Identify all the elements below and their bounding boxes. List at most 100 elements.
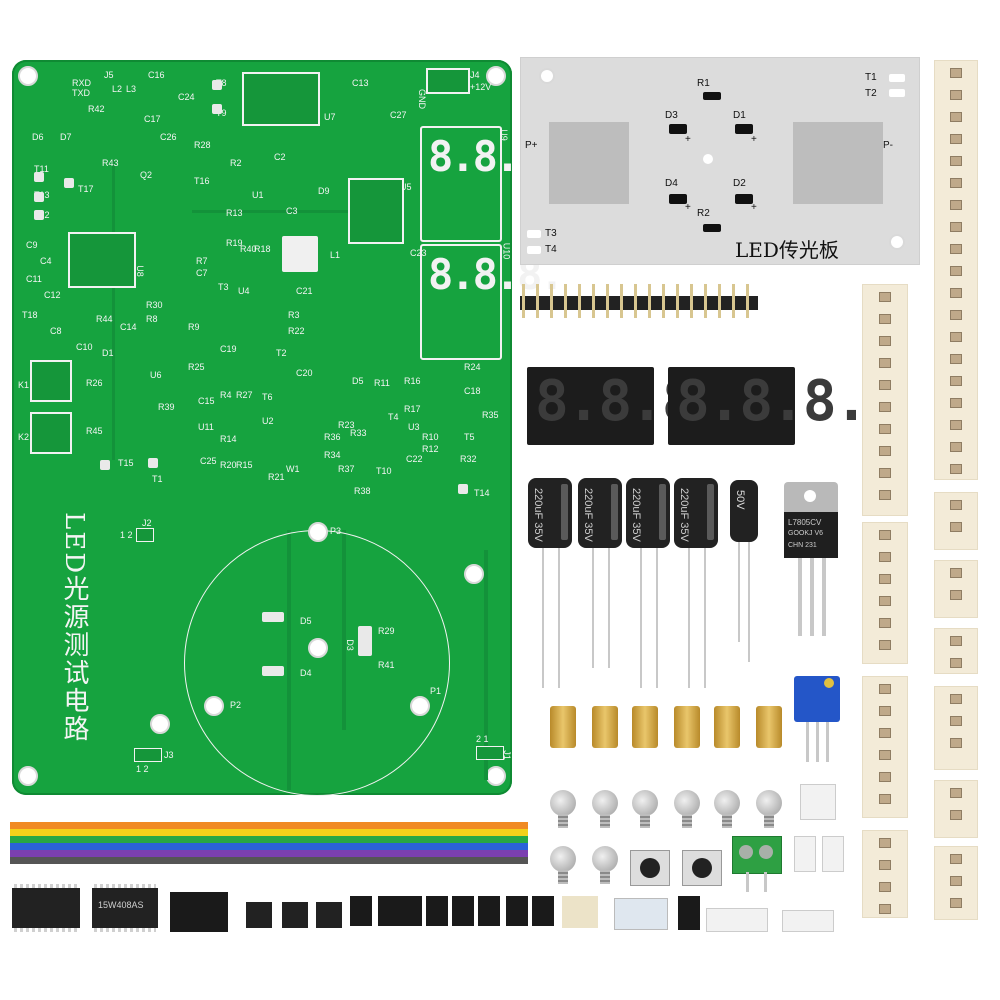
label-r1: R1 [697,78,710,89]
led-board-outline-circle [184,530,450,796]
terminal-screw [759,845,773,859]
ribbon-wire-green [10,836,528,843]
k2-button-footprint [30,412,72,454]
silk-c17: C17 [144,114,161,124]
smd-component [950,332,962,342]
silk-r7: R7 [196,256,208,266]
silk-l2: L2 [112,84,123,94]
silk-d4: D4 [300,668,312,678]
capacitor-leg [656,548,658,688]
smd-component [950,788,962,798]
silk-t16: T16 [194,176,210,186]
smd-component [950,694,962,704]
electrolytic-capacitor: 220uF 35V [578,478,622,548]
k1-button-footprint [30,360,72,402]
label-t3: T3 [545,228,557,239]
smd-component [950,134,962,144]
silk-c21: C21 [296,286,313,296]
silk-r39: R39 [158,402,175,412]
screw [592,790,618,816]
capacitor-label: 220uF 35V [582,488,594,542]
screw [550,846,576,872]
label-d4: D4 [665,178,678,189]
silk-t15: T15 [118,458,134,468]
smd-component [950,854,962,864]
mounting-hole [486,766,506,786]
photodiode [678,896,700,930]
label-d1: D1 [733,110,746,121]
silk-r3: R3 [288,310,300,320]
d5-pad [262,612,284,622]
capacitor-leg [542,548,544,688]
l7805-regulator-body: L7805CV GOOKJ V6 CHN 231 [784,512,838,558]
silk-c8: C8 [50,326,62,336]
brass-standoff [674,706,700,748]
smd-component [879,380,891,390]
capacitor-label: 220uF 35V [532,488,544,542]
soic-ic-chip [12,888,80,928]
ribbon-wire-orange [10,822,528,829]
smd-tape-strip [934,492,978,550]
silk-r14: R14 [220,434,237,444]
label-p-plus: P+ [525,140,538,151]
smd-component [950,112,962,122]
silk-r16: R16 [404,376,421,386]
smd-component [950,398,962,408]
test-pad [458,484,468,494]
silk-u4: U4 [238,286,250,296]
silk-u3: U3 [408,422,420,432]
regulator-heatsink-tab [784,482,838,512]
white-led [562,896,598,928]
silk-r23: R23 [338,420,355,430]
silk-c20: C20 [296,368,313,378]
silk-r15: R15 [236,460,253,470]
silk-r10: R10 [422,432,439,442]
t2-pad [889,89,905,97]
silk-d5: D5 [300,616,312,626]
silk-r11: R11 [374,378,390,388]
mounting-hole [889,234,905,250]
pot-leg [826,722,829,762]
silk-c15: C15 [198,396,215,406]
silk-gnd: GND [417,89,427,109]
mounting-hole [464,564,484,584]
smd-component [950,90,962,100]
smd-component [879,772,891,782]
silk-c22: C22 [406,454,423,464]
smd-component [879,728,891,738]
smd-component [950,442,962,452]
electrolytic-capacitor: 220uF 35V [674,478,718,548]
silk-q2: Q2 [140,170,153,180]
mounting-hole [18,66,38,86]
silk-t1: T1 [152,474,163,484]
u5-footprint [348,178,404,244]
silk-t14: T14 [474,488,490,498]
sot-transistor [478,896,500,926]
smd-component [879,446,891,456]
screw [756,790,782,816]
silk-u5: U5 [400,182,412,192]
silk-r45: R45 [86,426,103,436]
silk-k2: K2 [18,432,30,442]
regulator-leg [810,558,814,636]
slide-switch [706,908,768,932]
brass-standoff [756,706,782,748]
smd-component [950,568,962,578]
d2-led [735,194,753,204]
silk-d5-top: D5 [352,376,364,386]
silk-r2: R2 [230,158,242,168]
screw-terminal-block [732,836,782,874]
capacitor-stripe [707,484,714,540]
smd-component [950,590,962,600]
white-connector [800,784,836,820]
capacitor-leg [748,542,750,662]
j3-connector-footprint [134,748,162,762]
mounting-hole [18,766,38,786]
capacitor-leg [688,548,690,688]
silk-txd: TXD [72,88,90,98]
silk-u2: U2 [262,416,274,426]
trimmer-screw [824,678,834,688]
sot-transistor [400,896,422,926]
silk-c16: C16 [148,70,165,80]
screw-shaft [722,814,732,828]
